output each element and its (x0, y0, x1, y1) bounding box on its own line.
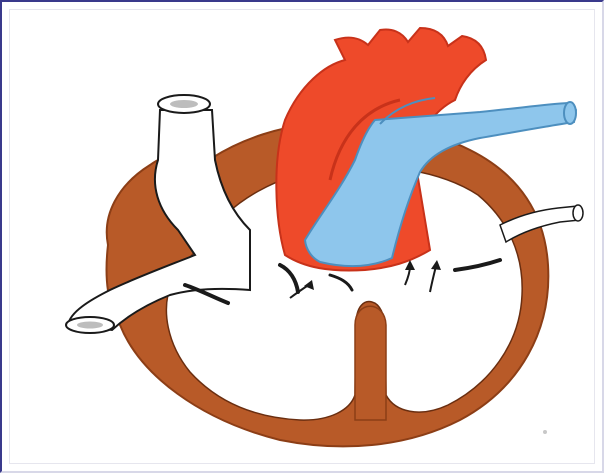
vena-cava-lumen-top (170, 100, 198, 108)
image-speck (543, 430, 547, 434)
pulmonary-vein-opening (573, 205, 583, 221)
pulmonary-artery-outlet (564, 102, 576, 124)
vena-cava-lumen-bottom (77, 322, 103, 329)
interventricular-septum (355, 306, 386, 420)
